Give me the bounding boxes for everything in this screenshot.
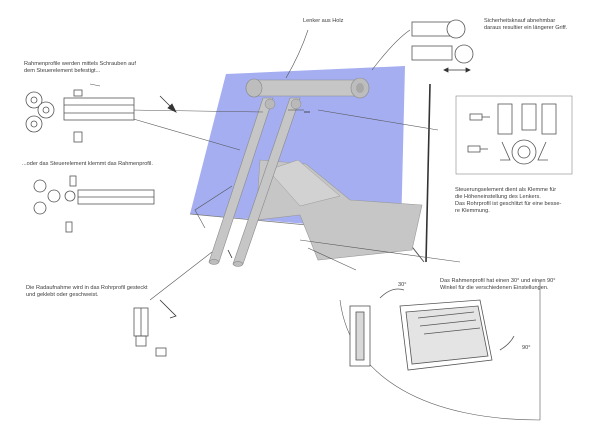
angle-label-30: 30° [398, 282, 407, 288]
control-element-top [267, 159, 341, 207]
tube-left-end [208, 259, 220, 265]
label-frame-screws: Rahmenprofile werden mittels Schrauben a… [24, 61, 136, 74]
blue-panel [190, 66, 405, 232]
profile-drawing [349, 288, 515, 371]
handlebar-knob-right-cap [356, 83, 364, 93]
handlebar-knob-left [245, 78, 263, 98]
steering-detail-box [455, 95, 573, 175]
label-handlebar-wood: Lenker aus Holz [303, 18, 344, 24]
handlebar-hole-left [264, 98, 276, 110]
leader-lines [89, 29, 541, 421]
steering-detail-parts [467, 103, 557, 165]
tube-right-end [232, 261, 244, 267]
handlebar-hole-right [290, 98, 302, 110]
screw-mount-detail [25, 89, 135, 143]
frame-pole [425, 83, 431, 263]
label-frame-profile: Das Rahmenprofil hat einen 30° und einen… [440, 278, 556, 291]
arrows [159, 67, 471, 319]
handlebar [245, 79, 369, 97]
label-clamp-alternative: ...oder das Steuerelement klemmt das Rah… [22, 161, 153, 167]
wheel-mount-detail [133, 307, 167, 357]
knob-detail [411, 19, 474, 64]
clamp-detail [33, 175, 155, 233]
angle-label-90: 90° [522, 345, 531, 351]
label-wheel-mount: Die Radaufnahme wird in das Rohrprofil g… [26, 285, 148, 298]
